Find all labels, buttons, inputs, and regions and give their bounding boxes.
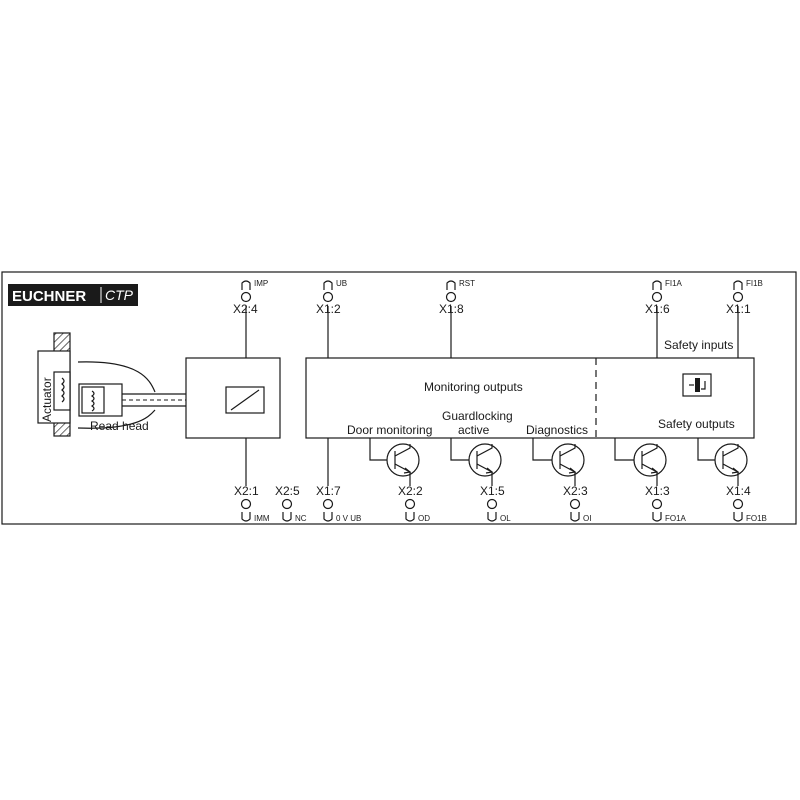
guardlocking-label: Guardlocking	[442, 409, 513, 423]
terminal-bottom-x1-7: X1:7 0 V UB	[316, 484, 361, 523]
logo-brand: EUCHNER	[12, 288, 86, 305]
svg-text:X2:1: X2:1	[234, 484, 259, 498]
connector-bottom-icon	[404, 498, 416, 522]
terminal-top-x2-4: X2:4 IMP	[233, 279, 268, 316]
actuator: Actuator	[37, 332, 71, 437]
transistor-stages	[369, 438, 748, 486]
svg-text:X2:4: X2:4	[233, 302, 258, 316]
logic-box: Monitoring outputs Safety inputs Safety …	[305, 338, 755, 439]
connector-top-icon	[651, 280, 663, 303]
svg-text:FI1B: FI1B	[746, 279, 763, 288]
svg-text:OD: OD	[418, 514, 430, 523]
guardlocking-active-label: active	[458, 423, 490, 437]
svg-text:X1:3: X1:3	[645, 484, 670, 498]
transistor-icon	[532, 438, 585, 486]
terminal-bottom-x2-2: X2:2 OD	[398, 484, 430, 523]
svg-text:IMP: IMP	[254, 279, 268, 288]
connector-top-icon	[445, 280, 457, 303]
top-terminals: X2:4 IMP X1:2 UB X1:8 RST X1:6 FI1A X1:1…	[233, 279, 763, 316]
connector-bottom-icon	[569, 498, 581, 522]
connector-top-icon	[240, 280, 252, 303]
svg-text:FO1A: FO1A	[665, 514, 687, 523]
svg-text:X1:1: X1:1	[726, 302, 751, 316]
safety-symbol-icon	[682, 373, 712, 397]
svg-text:0 V UB: 0 V UB	[336, 514, 361, 523]
terminal-bottom-x2-5: X2:5 NC	[275, 484, 307, 523]
transistor-icon	[369, 438, 420, 486]
connector-bottom-icon	[486, 498, 498, 522]
read-head: Read head	[77, 361, 156, 433]
door-monitoring-label: Door monitoring	[347, 423, 432, 437]
svg-text:IMM: IMM	[254, 514, 270, 523]
svg-text:X1:7: X1:7	[316, 484, 341, 498]
actuator-label: Actuator	[40, 377, 54, 422]
svg-text:X1:2: X1:2	[316, 302, 341, 316]
svg-text:OI: OI	[583, 514, 591, 523]
terminal-top-x1-6: X1:6 FI1A	[645, 279, 683, 316]
svg-text:X1:4: X1:4	[726, 484, 751, 498]
transistor-icon	[450, 438, 502, 486]
connector-bottom-icon	[732, 498, 744, 522]
connector-bottom-icon	[281, 498, 293, 522]
svg-text:X2:3: X2:3	[563, 484, 588, 498]
logo-product: CTP	[105, 287, 134, 303]
read-head-label: Read head	[90, 419, 149, 433]
svg-text:FO1B: FO1B	[746, 514, 767, 523]
svg-text:X2:2: X2:2	[398, 484, 423, 498]
terminal-bottom-x1-5: X1:5 OL	[480, 484, 511, 523]
terminal-top-x1-1: X1:1 FI1B	[726, 279, 763, 316]
terminal-bottom-x2-3: X2:3 OI	[563, 484, 591, 523]
svg-text:X1:8: X1:8	[439, 302, 464, 316]
terminal-bottom-x1-3: X1:3 FO1A	[645, 484, 687, 523]
evaluation-box	[185, 357, 281, 439]
svg-text:FI1A: FI1A	[665, 279, 683, 288]
euchner-logo: EUCHNER CTP	[8, 284, 138, 306]
diagnostics-label: Diagnostics	[526, 423, 588, 437]
connector-top-icon	[322, 280, 334, 303]
svg-text:X2:5: X2:5	[275, 484, 300, 498]
svg-text:NC: NC	[295, 514, 307, 523]
svg-text:OL: OL	[500, 514, 511, 523]
bottom-terminals: X2:1 IMM X2:5 NC X1:7 0 V UB X2:2 OD X1:…	[234, 484, 767, 523]
connector-top-icon	[732, 280, 744, 303]
svg-text:X1:6: X1:6	[645, 302, 670, 316]
svg-text:X1:5: X1:5	[480, 484, 505, 498]
svg-text:UB: UB	[336, 279, 347, 288]
connector-bottom-icon	[322, 498, 334, 522]
terminal-top-x1-2: X1:2 UB	[316, 279, 347, 316]
safety-outputs-label: Safety outputs	[658, 417, 735, 431]
connector-bottom-icon	[240, 498, 252, 522]
safety-inputs-label: Safety inputs	[664, 338, 733, 352]
transistor-icon	[614, 438, 667, 486]
monitoring-outputs-label: Monitoring outputs	[424, 380, 523, 394]
terminal-bottom-x2-1: X2:1 IMM	[234, 484, 270, 523]
connector-bottom-icon	[651, 498, 663, 522]
terminal-top-x1-8: X1:8 RST	[439, 279, 475, 316]
diagram-frame	[1, 271, 797, 525]
terminal-bottom-x1-4: X1:4 FO1B	[726, 484, 767, 523]
svg-text:RST: RST	[459, 279, 475, 288]
transistor-icon	[697, 438, 748, 486]
